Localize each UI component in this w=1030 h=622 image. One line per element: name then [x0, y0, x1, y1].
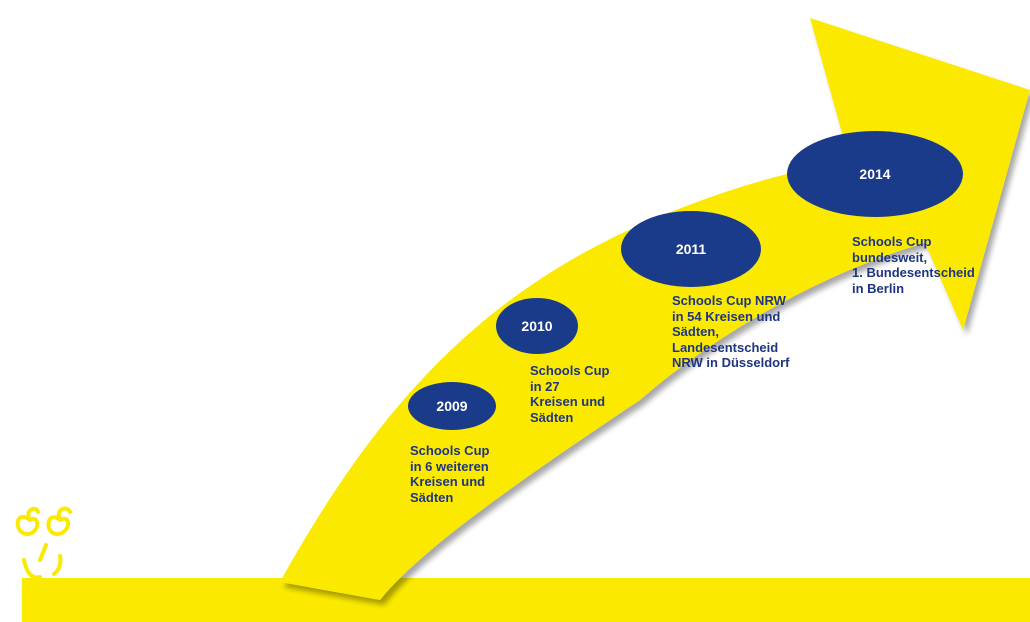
milestone-description-2009: Schools Cup in 6 weiteren Kreisen und Sä… — [410, 443, 490, 505]
milestone-description-2014: Schools Cup bundesweit, 1. Bundesentsche… — [852, 234, 975, 296]
base-bar — [22, 578, 1030, 622]
milestone-year-2009: 2009 — [436, 398, 468, 414]
growth-arrow — [280, 18, 1030, 600]
milestone-oval-2011 — [621, 211, 761, 287]
milestone-year-2014: 2014 — [859, 166, 891, 182]
milestone-description-2010: Schools Cup in 27 Kreisen und Sädten — [530, 363, 610, 425]
milestone-year-2011: 2011 — [675, 241, 707, 257]
milestone-year-2010: 2010 — [521, 318, 553, 334]
milestone-description-2011: Schools Cup NRW in 54 Kreisen und Sädten… — [672, 293, 790, 370]
face-logo-icon — [15, 506, 72, 580]
milestone-oval-2010 — [496, 298, 578, 354]
milestone-oval-2014 — [787, 131, 963, 217]
milestone-oval-2009 — [408, 382, 496, 430]
